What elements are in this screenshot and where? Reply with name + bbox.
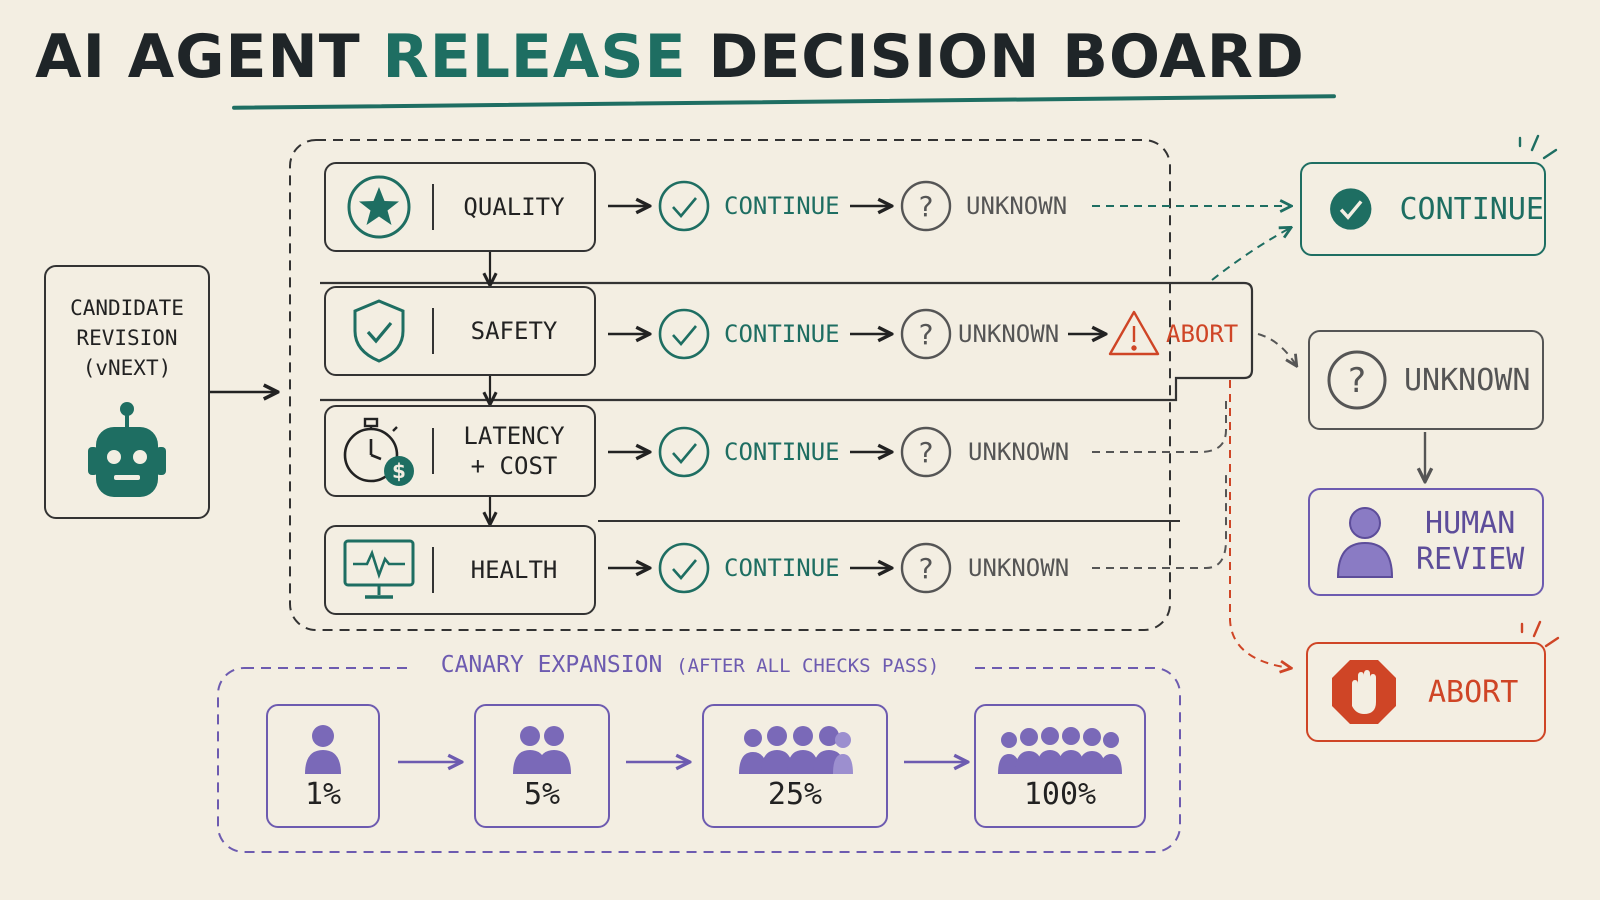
canary-title: CANARY EXPANSION (AFTER ALL CHECKS PASS) bbox=[410, 652, 970, 678]
page-title: AI AGENT RELEASE DECISION BOARD bbox=[0, 22, 1340, 92]
stage-percent: 100% bbox=[1023, 777, 1097, 812]
title-highlight: RELEASE bbox=[382, 22, 687, 92]
title-suffix: DECISION BOARD bbox=[686, 22, 1305, 92]
monitor-pulse-icon bbox=[326, 537, 432, 603]
robot-icon bbox=[88, 402, 166, 497]
candidate-line2: REVISION bbox=[76, 326, 178, 350]
canary-stage-2: 5% bbox=[474, 704, 610, 828]
canary-stage-4: 100% bbox=[974, 704, 1146, 828]
canary-subtitle: (AFTER ALL CHECKS PASS) bbox=[676, 655, 940, 677]
canary-stage-3: 25% bbox=[702, 704, 888, 828]
check-filled-icon bbox=[1330, 188, 1372, 230]
continue-label: CONTINUE bbox=[724, 192, 840, 220]
human-review-line1: HUMAN bbox=[1425, 506, 1516, 541]
outcome-human-review: HUMAN REVIEW bbox=[1308, 488, 1544, 596]
check-circle-icon bbox=[658, 426, 710, 478]
gate-separator bbox=[432, 547, 434, 593]
outcome-human-review-label: HUMAN REVIEW bbox=[1416, 506, 1524, 578]
unknown-label: UNKNOWN bbox=[968, 438, 1070, 466]
gate-label: LATENCY + COST bbox=[434, 421, 594, 481]
svg-text:$: $ bbox=[392, 459, 406, 483]
outcome-continue: CONTINUE bbox=[1300, 162, 1546, 256]
gate-separator bbox=[432, 308, 434, 354]
person-icon bbox=[1336, 507, 1394, 578]
question-icon bbox=[900, 426, 952, 478]
question-circle-icon: ? bbox=[1327, 350, 1387, 410]
gate-separator bbox=[432, 428, 434, 474]
flow-to-review bbox=[1092, 400, 1227, 453]
continue-label: CONTINUE bbox=[724, 438, 840, 466]
stage-percent: 25% bbox=[767, 777, 823, 812]
canary-stage-1: 1% bbox=[266, 704, 380, 828]
question-icon bbox=[900, 542, 952, 594]
gate-label: QUALITY bbox=[463, 193, 565, 221]
canary-title-main: CANARY EXPANSION bbox=[440, 652, 663, 678]
people-icon bbox=[998, 727, 1122, 774]
people-icon bbox=[513, 726, 571, 774]
shield-check-icon bbox=[326, 297, 432, 365]
outcome-unknown: ? UNKNOWN bbox=[1308, 330, 1544, 430]
check-circle-icon bbox=[658, 542, 710, 594]
flow-to-unknown bbox=[1257, 333, 1296, 365]
sparkle-marks-red bbox=[1520, 620, 1560, 648]
flow-to-review bbox=[1092, 470, 1227, 569]
warning-icon bbox=[1108, 310, 1160, 356]
gate-label-line2: + COST bbox=[470, 452, 558, 480]
abort-label: ABORT bbox=[1166, 320, 1239, 348]
row-arrows bbox=[608, 206, 1104, 568]
continue-label: CONTINUE bbox=[724, 320, 840, 348]
sparkle-marks bbox=[1518, 134, 1558, 160]
question-icon bbox=[900, 308, 952, 360]
question-marks: ? ? ? ? bbox=[919, 190, 934, 585]
abort-flow bbox=[1229, 380, 1290, 668]
flow-to-continue bbox=[1211, 228, 1290, 281]
outcome-continue-label: CONTINUE bbox=[1399, 191, 1545, 227]
check-circle-icon bbox=[658, 308, 710, 360]
unknown-label: UNKNOWN bbox=[968, 554, 1070, 582]
star-icon bbox=[326, 173, 432, 241]
safety-row-band bbox=[320, 281, 1254, 402]
continue-label: CONTINUE bbox=[724, 554, 840, 582]
gates-group-frame bbox=[289, 139, 1171, 631]
svg-text:?: ? bbox=[1348, 361, 1366, 401]
question-mark: ? bbox=[919, 190, 934, 223]
people-icon bbox=[739, 726, 853, 774]
outcome-abort-label: ABORT bbox=[1428, 674, 1519, 710]
question-icon bbox=[900, 180, 952, 232]
gate-separator bbox=[432, 184, 434, 230]
gray-flows bbox=[1092, 333, 1296, 569]
human-review-line2: REVIEW bbox=[1416, 542, 1525, 577]
gate-label: HEALTH bbox=[470, 556, 558, 584]
candidate-box: CANDIDATE REVISION (vNEXT) bbox=[44, 265, 210, 519]
continue-icons bbox=[658, 180, 710, 594]
stopwatch-dollar-icon: $ bbox=[326, 413, 432, 489]
stop-hand-icon bbox=[1332, 660, 1396, 724]
gate-health: HEALTH bbox=[324, 525, 596, 615]
gate-quality: QUALITY bbox=[324, 162, 596, 252]
question-mark: ? bbox=[919, 552, 934, 585]
check-circle-icon bbox=[658, 180, 710, 232]
gate-label: SAFETY bbox=[470, 317, 558, 345]
gate-safety: SAFETY bbox=[324, 286, 596, 376]
gate-latency-cost: $ LATENCY + COST bbox=[324, 405, 596, 497]
unknown-label: UNKNOWN bbox=[958, 320, 1060, 348]
green-flows bbox=[1092, 206, 1290, 281]
candidate-line1: CANDIDATE bbox=[70, 296, 184, 320]
outcome-abort: ABORT bbox=[1306, 642, 1546, 742]
unknown-label: UNKNOWN bbox=[966, 192, 1068, 220]
people-icon bbox=[305, 725, 341, 774]
candidate-line3: (vNEXT) bbox=[82, 356, 172, 380]
stage-percent: 1% bbox=[304, 777, 342, 812]
stage-percent: 5% bbox=[523, 777, 561, 812]
outcome-unknown-label: UNKNOWN bbox=[1404, 362, 1531, 398]
question-mark: ? bbox=[919, 318, 934, 351]
title-prefix: AI AGENT bbox=[35, 22, 383, 92]
question-mark: ? bbox=[919, 436, 934, 469]
unknown-icons bbox=[900, 180, 952, 594]
gate-label-line1: LATENCY bbox=[463, 422, 565, 450]
